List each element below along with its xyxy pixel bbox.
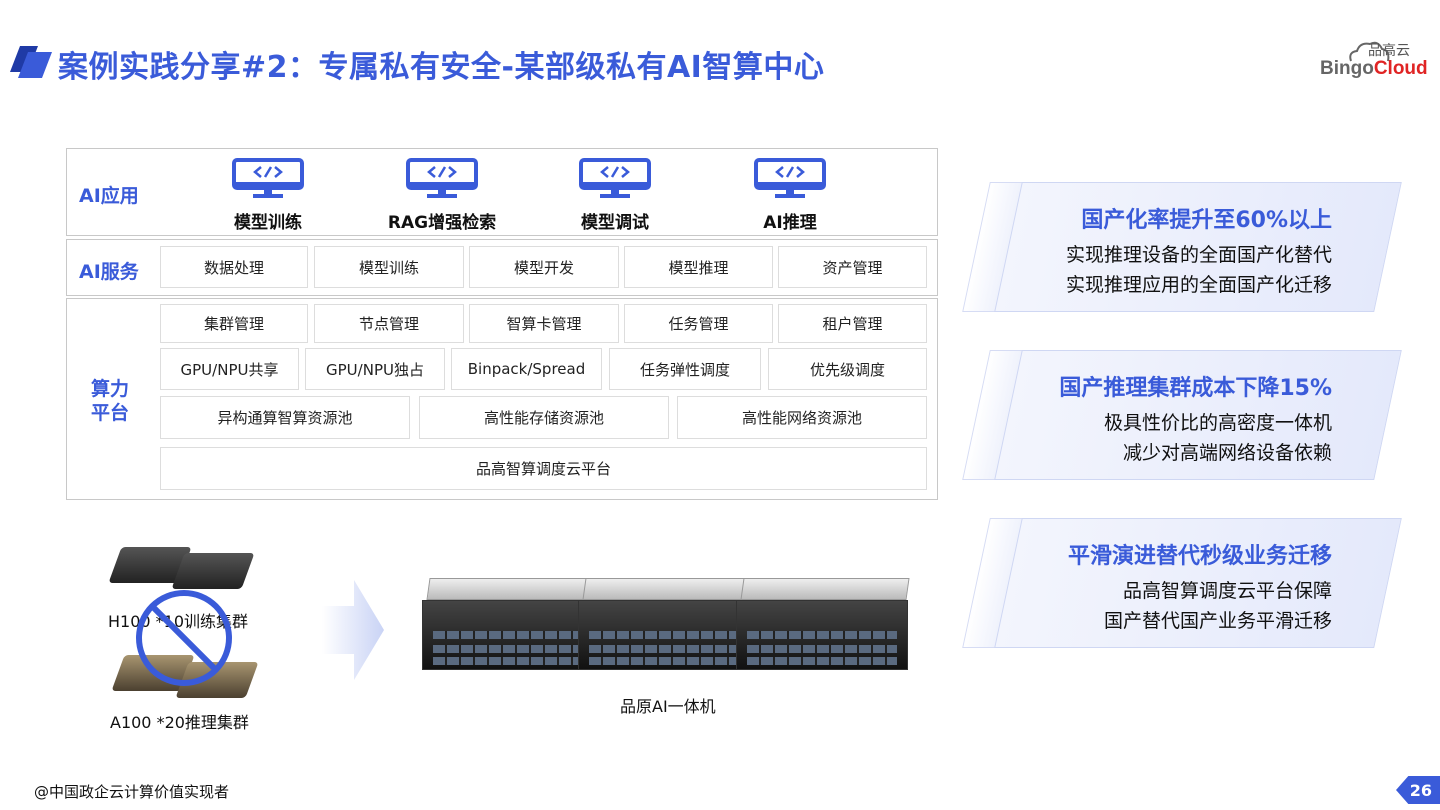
compute-mgmt-cell[interactable]: 集群管理 xyxy=(160,304,308,343)
title-mark-icon xyxy=(10,46,52,78)
benefit-line: 实现推理设备的全面国产化替代 xyxy=(1065,244,1332,266)
benefit-heading: 平滑演进替代秒级业务迁移 xyxy=(1067,544,1332,569)
page-number: 26 xyxy=(1396,776,1440,804)
ai-app-name: 模型训练 xyxy=(234,213,302,233)
ai-app-item[interactable]: 模型训练 xyxy=(198,158,338,233)
benefit-line: 极具性价比的高密度一体机 xyxy=(1103,412,1332,434)
logo-en: BingoCloud xyxy=(1320,58,1428,79)
ai-service-cell[interactable]: 模型训练 xyxy=(314,246,464,288)
benefit-text: 平滑演进替代秒级业务迁移品高智算调度云平台保障国产替代国产业务平滑迁移 xyxy=(1068,538,1332,636)
server-image xyxy=(422,578,596,670)
benefit-heading: 国产化率提升至60%以上 xyxy=(1081,208,1332,233)
compute-schedule-cell[interactable]: 优先级调度 xyxy=(768,348,927,390)
benefit-line: 实现推理应用的全面国产化迁移 xyxy=(1065,274,1332,296)
ai-service-cell[interactable]: 模型开发 xyxy=(469,246,619,288)
platform-cell[interactable]: 品高智算调度云平台 xyxy=(160,447,927,490)
server-label: 品原AI一体机 xyxy=(620,697,716,716)
logo-cn: 品高云 xyxy=(1368,43,1410,59)
ai-service-cell[interactable]: 数据处理 xyxy=(160,246,308,288)
benefit-line: 品高智算调度云平台保障 xyxy=(1122,580,1332,602)
ai-app-name: RAG增强检索 xyxy=(387,213,497,233)
h100-gpu-image xyxy=(171,553,255,589)
monitor-code-icon xyxy=(406,158,478,198)
compute-mgmt-cell[interactable]: 任务管理 xyxy=(624,304,773,343)
ai-service-label: AI服务 xyxy=(79,261,139,283)
bingocloud-logo: 品高云 BingoCloud xyxy=(1318,40,1428,82)
benefit-text: 国产推理集群成本下降15% 极具性价比的高密度一体机减少对高端网络设备依赖 xyxy=(1059,370,1332,468)
ai-app-name: 模型调试 xyxy=(581,213,649,233)
compute-schedule-cell[interactable]: GPU/NPU共享 xyxy=(160,348,299,390)
compute-mgmt-cell[interactable]: 节点管理 xyxy=(314,304,464,343)
ai-app-item[interactable]: AI推理 xyxy=(720,158,860,233)
compute-label: 算力平台 xyxy=(91,378,130,424)
ai-app-label: AI应用 xyxy=(79,185,139,207)
server-image xyxy=(578,578,752,670)
benefit-text: 国产化率提升至60%以上实现推理设备的全面国产化替代实现推理应用的全面国产化迁移 xyxy=(1066,202,1332,300)
server-image xyxy=(736,578,910,670)
resource-pool-cell[interactable]: 高性能网络资源池 xyxy=(677,396,927,439)
resource-pool-cell[interactable]: 高性能存储资源池 xyxy=(419,396,669,439)
cloud-icon xyxy=(1349,41,1390,62)
ai-service-cell[interactable]: 资产管理 xyxy=(778,246,927,288)
benefit-heading: 国产推理集群成本下降15% xyxy=(1059,376,1332,401)
compute-mgmt-cell[interactable]: 租户管理 xyxy=(778,304,927,343)
ai-app-item[interactable]: RAG增强检索 xyxy=(372,158,512,233)
monitor-code-icon xyxy=(232,158,304,198)
ai-app-item[interactable]: 模型调试 xyxy=(545,158,685,233)
footer-text: @中国政企云计算价值实现者 xyxy=(34,783,230,801)
a100-label: A100 *20推理集群 xyxy=(110,713,249,732)
compute-mgmt-cell[interactable]: 智算卡管理 xyxy=(469,304,619,343)
ai-app-name: AI推理 xyxy=(763,213,817,233)
benefit-line: 减少对高端网络设备依赖 xyxy=(1122,442,1332,464)
monitor-code-icon xyxy=(754,158,826,198)
compute-schedule-cell[interactable]: 任务弹性调度 xyxy=(609,348,761,390)
prohibited-icon xyxy=(136,590,232,686)
page-title: 案例实践分享#2：专属私有安全-某部级私有AI智算中心 xyxy=(58,50,825,85)
benefit-line: 国产替代国产业务平滑迁移 xyxy=(1103,610,1332,632)
resource-pool-cell[interactable]: 异构通算智算资源池 xyxy=(160,396,410,439)
compute-schedule-cell[interactable]: GPU/NPU独占 xyxy=(305,348,445,390)
arrow-right-icon xyxy=(322,580,384,680)
compute-schedule-cell[interactable]: Binpack/Spread xyxy=(451,348,602,390)
ai-service-cell[interactable]: 模型推理 xyxy=(624,246,773,288)
monitor-code-icon xyxy=(579,158,651,198)
